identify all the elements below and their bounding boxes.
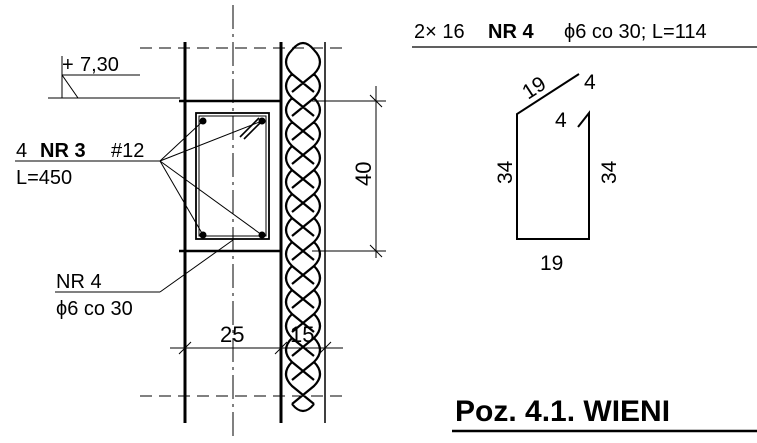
dimension-insulation-value: 15 — [290, 322, 314, 347]
elevation-sign: + — [62, 54, 74, 76]
shape-right-side: 34 — [598, 160, 621, 184]
main-bars-length: L=450 — [16, 167, 72, 189]
shape-hook-outer: 4 — [584, 71, 596, 94]
main-bars-mark: NR 3 — [40, 140, 86, 162]
shape-left-side: 34 — [494, 160, 517, 184]
shape-top-slant: 19 — [518, 72, 550, 104]
insulation-layer — [279, 41, 326, 423]
schedule-mark: NR 4 — [488, 21, 534, 43]
dimension-height — [312, 86, 386, 258]
schedule-spec: ϕ6 co 30; L=114 — [564, 21, 707, 43]
shape-bottom: 19 — [540, 252, 563, 275]
schedule-count: 2× 16 — [414, 21, 465, 43]
main-bars-diameter: #12 — [111, 140, 144, 162]
elevation-marker — [48, 56, 180, 99]
stirrup-spec: ϕ6 co 30 — [56, 298, 133, 320]
leader-lines — [15, 120, 263, 293]
stirrup-shape — [516, 73, 590, 240]
shape-hook-inner: 4 — [555, 109, 567, 132]
dimension-width — [170, 338, 343, 360]
stirrup-mark: NR 4 — [56, 271, 102, 293]
dimension-height-value: 40 — [351, 162, 376, 186]
main-bars-count: 4 — [16, 140, 27, 162]
stirrup — [195, 112, 270, 240]
drawing-title: Poz. 4.1. WIENI — [455, 395, 670, 428]
dimension-width-value: 25 — [220, 322, 244, 347]
wall-section — [140, 5, 345, 440]
elevation-value: 7,30 — [80, 54, 119, 76]
